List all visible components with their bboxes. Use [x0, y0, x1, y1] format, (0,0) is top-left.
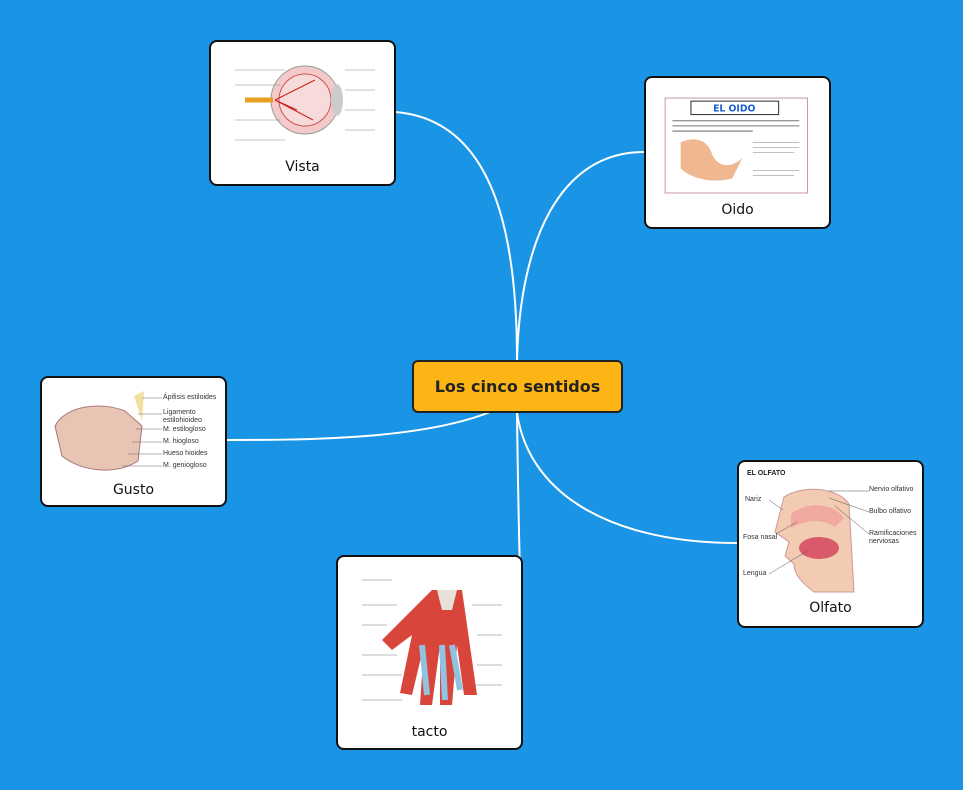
tongue-diagram-image [54, 391, 162, 471]
topic-label: Gusto [112, 482, 155, 498]
image-label: Lengua [743, 570, 767, 578]
central-topic-label: Los cinco sentidos [434, 377, 601, 396]
image-title: EL OLFATO [747, 470, 786, 478]
image-label: Ápifisis estiloides [163, 394, 223, 402]
image-label: Ligamento estilohioideo [163, 409, 223, 425]
link-gusto [225, 411, 491, 441]
image-label: M. hiogloso [163, 438, 223, 446]
topic-label: Vista [285, 159, 320, 175]
image-label: Ramificaciones nerviosas [869, 530, 921, 546]
topic-olfato[interactable]: EL OLFATO Nervio olfativo Bulbo olfativo… [737, 460, 924, 628]
image-label: Nervio olfativo [869, 486, 921, 494]
link-oido [516, 151, 645, 361]
topic-oido[interactable]: EL OIDO Oido [644, 76, 831, 229]
link-vista [394, 111, 518, 361]
ear-image-title: EL OIDO [713, 103, 755, 114]
nose-diagram-image [769, 488, 869, 593]
topic-gusto[interactable]: Ápifisis estiloides Ligamento estilohioi… [40, 376, 227, 507]
topic-label: Olfato [809, 600, 852, 616]
central-topic[interactable]: Los cinco sentidos [412, 360, 623, 413]
eye-diagram-image [225, 50, 380, 155]
topic-tacto[interactable]: tacto [336, 555, 523, 750]
image-label: M. geniogloso [163, 462, 223, 470]
link-olfato [516, 412, 738, 544]
topic-vista[interactable]: Vista [209, 40, 396, 186]
image-label: Bulbo olfativo [869, 508, 921, 516]
ear-diagram-image: EL OIDO [660, 96, 810, 194]
image-label: Hueso hioides [163, 450, 223, 458]
topic-label: tacto [411, 724, 448, 740]
image-label: Nariz [745, 496, 762, 504]
image-label: Fosa nasal [743, 534, 778, 542]
image-label: M. estilogloso [163, 426, 223, 434]
topic-label: Oido [721, 202, 754, 218]
hand-diagram-image [352, 565, 510, 715]
